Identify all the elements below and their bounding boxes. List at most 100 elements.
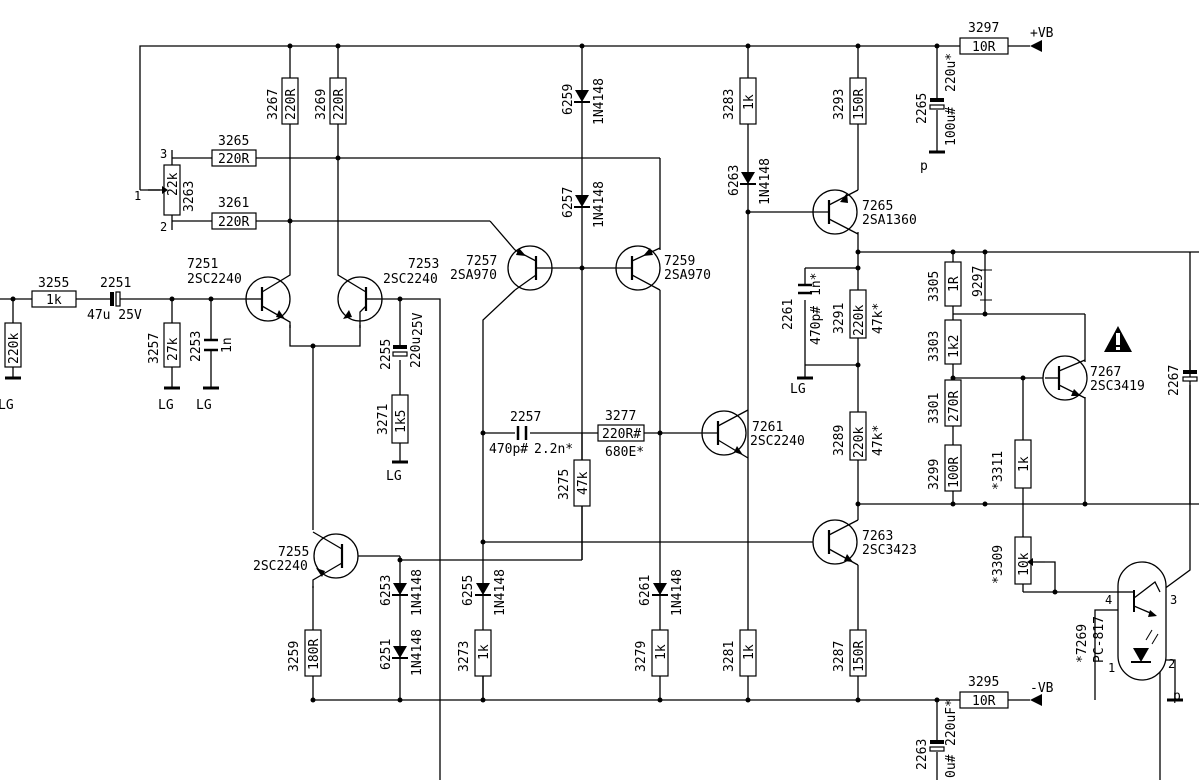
resistor-3259: 3259 180R bbox=[287, 629, 322, 677]
diode-value: 1N4148 bbox=[592, 181, 607, 228]
resistor-ref: 3267 bbox=[266, 89, 281, 120]
trimmer-value: 10k bbox=[1017, 552, 1032, 576]
transistor-7259: 7259 2SA970 bbox=[615, 245, 711, 291]
pot-pin-2: 2 bbox=[160, 220, 167, 234]
neg-rail-label: -VB bbox=[1030, 681, 1054, 696]
jumper-label: 9297 bbox=[971, 266, 986, 297]
resistor-value: 270R bbox=[947, 391, 962, 422]
resistor-ref: 3275 bbox=[557, 469, 572, 500]
transistor-value: 2SC2240 bbox=[253, 559, 308, 574]
resistor-ref: 3271 bbox=[376, 404, 391, 435]
resistor-3293: 3293 150R bbox=[832, 77, 867, 125]
resistor-alt-value: 680E* bbox=[605, 445, 644, 460]
resistor-ref: 3257 bbox=[147, 333, 162, 364]
resistor-ref: 3265 bbox=[218, 134, 249, 149]
resistor-ref: 3279 bbox=[634, 641, 649, 672]
wires bbox=[0, 45, 1199, 780]
resistor-3283: 3283 1k bbox=[722, 77, 757, 125]
resistor-value: 47k bbox=[576, 471, 591, 495]
resistor-3269: 3269 220R bbox=[314, 77, 347, 125]
resistor-ref: 3261 bbox=[218, 196, 249, 211]
resistor-value: 1k bbox=[477, 644, 492, 660]
diode-ref: 6253 bbox=[379, 575, 394, 606]
trimmer-3309: *3309 10k bbox=[991, 536, 1045, 585]
transistor-7251: 7251 2SC2240 bbox=[187, 257, 291, 328]
diode-6257: 6257 1N4148 bbox=[561, 181, 607, 228]
resistor-ref: 3299 bbox=[927, 459, 942, 490]
resistor-3295: 3295 10R bbox=[959, 675, 1009, 709]
ground-label: LG bbox=[386, 469, 402, 484]
p-label: p bbox=[920, 159, 928, 174]
resistor-value: 10R bbox=[972, 40, 996, 55]
transistor-value: 2SA970 bbox=[450, 268, 497, 283]
resistor-ref: 3283 bbox=[722, 89, 737, 120]
resistor-value: 1k bbox=[742, 94, 757, 110]
capacitor-value: 100u# bbox=[944, 107, 959, 146]
resistor-ref: 3289 bbox=[832, 425, 847, 456]
diode-6261: 6261 1N4148 bbox=[638, 569, 685, 616]
ground-label: LG bbox=[196, 398, 212, 413]
potentiometer-3263: 22k 3263 3 1 2 bbox=[134, 147, 197, 234]
resistor-ref: 3303 bbox=[927, 331, 942, 362]
capacitor-value: 1n bbox=[220, 337, 235, 353]
resistor-value: 220R# bbox=[602, 427, 641, 442]
opto-value: PC-817 bbox=[1092, 616, 1107, 663]
diode-ref: 6261 bbox=[638, 575, 653, 606]
resistor-ref: 3277 bbox=[605, 409, 636, 424]
transistor-value: 2SA970 bbox=[664, 268, 711, 283]
resistor-3267: 3267 220R bbox=[266, 77, 299, 125]
resistor-alt-value: 47k* bbox=[871, 425, 886, 456]
resistor-ref: 3287 bbox=[832, 641, 847, 672]
capacitor-2257: 2257 470p# 2.2n* bbox=[489, 410, 573, 457]
capacitor-ref: 2253 bbox=[189, 331, 204, 362]
capacitor-voltage: 25V bbox=[411, 312, 426, 336]
transistor-ref: 7265 bbox=[862, 199, 893, 214]
diode-ref: 6263 bbox=[727, 165, 742, 196]
transistor-ref: 7267 bbox=[1090, 365, 1121, 380]
resistor-value: 1R bbox=[947, 276, 962, 292]
capacitor-ref: 2257 bbox=[510, 410, 541, 425]
resistor-3265: 3265 220R bbox=[211, 134, 257, 167]
capacitor-2261: 2261 470p# 1n* bbox=[781, 273, 824, 345]
resistor-value: 1k5 bbox=[394, 410, 409, 433]
ground-symbols: LG LG LG LG LG p p bbox=[0, 150, 1183, 704]
transistor-7267: 7267 2SC3419 bbox=[1042, 355, 1145, 401]
resistor-3255: 3255 1k bbox=[31, 276, 77, 308]
transistor-value: 2SC2240 bbox=[383, 272, 438, 287]
jumper-9297: 9297 bbox=[971, 266, 992, 301]
capacitor-ref: 2255 bbox=[379, 339, 394, 370]
diode-value: 1N4148 bbox=[670, 569, 685, 616]
transistor-7261: 7261 2SC2240 bbox=[700, 409, 805, 459]
diode-ref: 6255 bbox=[461, 575, 476, 606]
transistor-value: 2SA1360 bbox=[862, 213, 917, 228]
pos-rail-label: +VB bbox=[1030, 26, 1054, 41]
transistor-7255: 7255 2SC2240 bbox=[253, 531, 359, 588]
resistor-3257: 3257 27k bbox=[147, 322, 181, 368]
trimmer-ref: *3309 bbox=[991, 545, 1006, 584]
resistor-value: 220k bbox=[852, 305, 867, 336]
ground-label: LG bbox=[158, 398, 174, 413]
capacitor-value: 47u 25V bbox=[87, 308, 142, 323]
transistor-ref: 7261 bbox=[752, 420, 783, 435]
resistor-value: 180R bbox=[307, 639, 322, 670]
capacitor-2267: 2267 bbox=[1167, 365, 1198, 396]
capacitor-2263: 2263 0u# 220uF* bbox=[915, 699, 959, 778]
resistor-value: 10R bbox=[972, 694, 996, 709]
capacitor-ref: 2251 bbox=[100, 276, 131, 291]
diode-ref: 6251 bbox=[379, 639, 394, 670]
resistor-value: 1k bbox=[46, 293, 62, 308]
capacitor-alt-value: 220uF* bbox=[944, 699, 959, 746]
transistor-value: 2SC3419 bbox=[1090, 379, 1145, 394]
transistor-7257: 7257 2SA970 bbox=[450, 245, 555, 291]
rail-neg: -VB bbox=[1030, 681, 1054, 706]
diode-value: 1N4148 bbox=[410, 569, 425, 616]
capacitor-value: 0u# bbox=[944, 754, 959, 778]
opto-pin-2: 2 bbox=[1168, 657, 1175, 671]
resistor-value: 150R bbox=[852, 89, 867, 120]
resistor-ref: 3291 bbox=[832, 303, 847, 334]
junction-dots bbox=[10, 43, 1088, 703]
resistor-alt-value: 47k* bbox=[871, 303, 886, 334]
opto-pin-3: 3 bbox=[1170, 593, 1177, 607]
resistor-3279: 3279 1k bbox=[634, 629, 669, 677]
diode-value: 1N4148 bbox=[493, 569, 508, 616]
